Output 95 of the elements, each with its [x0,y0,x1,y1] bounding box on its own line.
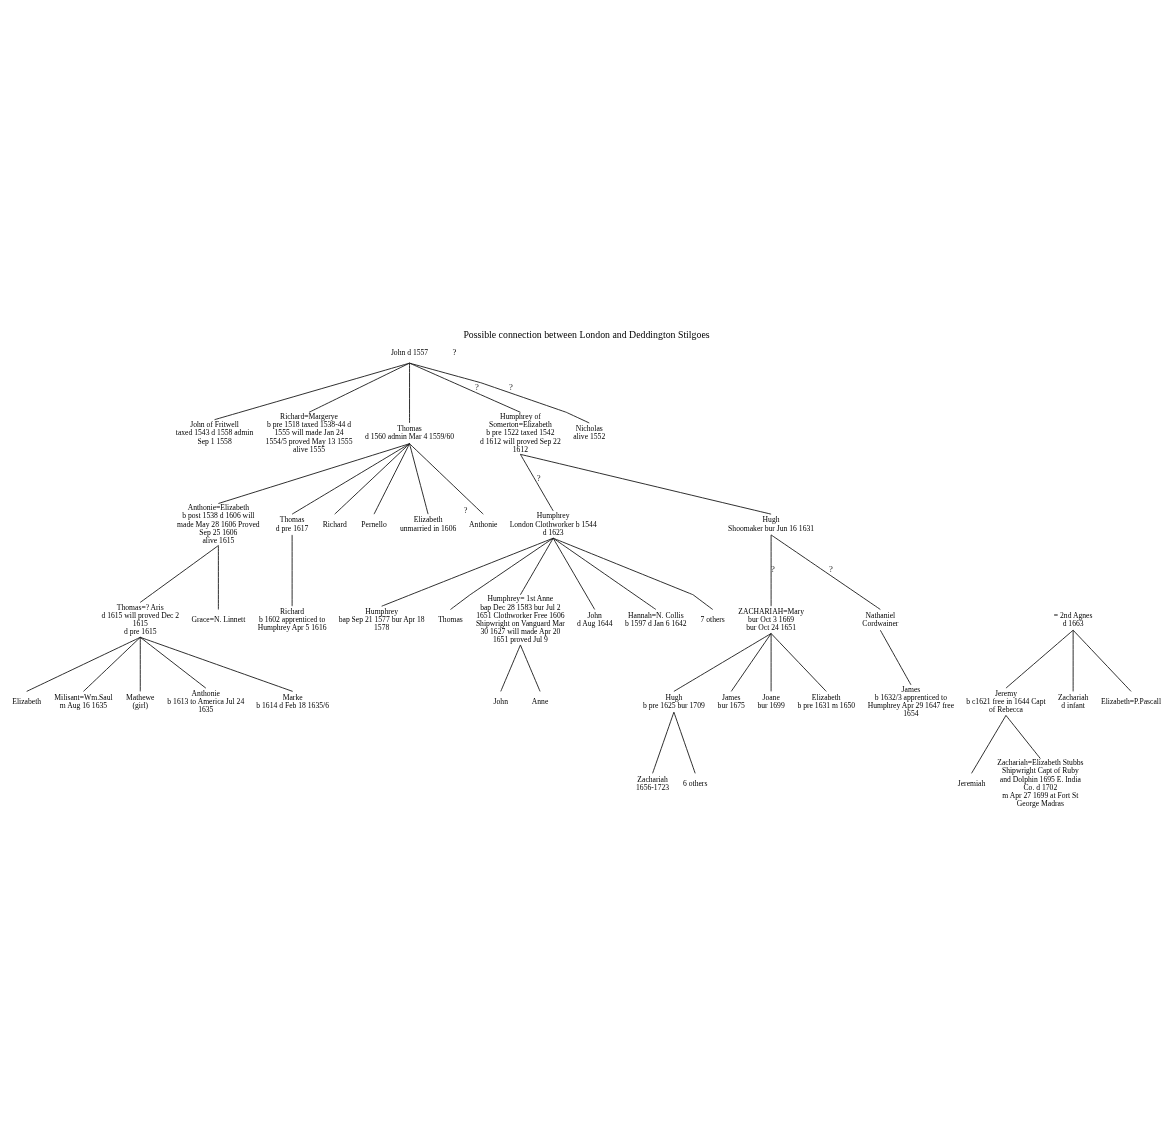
node-text: Mathewe (girl) [126,692,155,710]
connector [673,711,696,774]
node-text: Hugh b pre 1625 bur 1709 [642,692,705,710]
node-text: James b 1632/3 apprenticed to Humphrey Apr 29 1647 free 1654 [867,684,955,718]
node-text: 7 others [700,614,725,624]
connector [1072,629,1074,692]
label: ? [452,346,457,357]
connector [381,537,554,607]
node-text: Hannah=N. Collis b 1597 d Jan 6 1642 [625,610,687,628]
connector [214,362,410,420]
connector [217,442,410,504]
connector [217,544,219,610]
connector [409,442,484,515]
connector [971,714,1007,774]
connector [83,636,141,692]
connector [409,362,410,423]
connector [139,636,294,692]
node-text: Anthonie=Elizabeth b post 1538 d 1606 will made May 28 1606 Proved Sep 25 1606 alive 1615 [177,502,260,545]
connector [409,442,429,515]
edge-label: ? [508,381,513,392]
node-text: James bur 1675 [717,692,745,710]
connector [1072,629,1132,692]
node-text: Jeremiah [957,778,986,788]
node-text: Joane bur 1699 [757,692,785,710]
connector [450,537,554,610]
connector [770,533,772,607]
connector [139,636,141,692]
node-text: Anthonie [469,519,498,529]
node-text: Anne [531,696,549,706]
connector [770,632,772,692]
node-text: Elizabeth [12,696,42,706]
node-text: = 2nd Agnes d 1663 [1053,610,1093,628]
node-text: Zachariah d infant [1057,692,1089,710]
node-text: John d Aug 1644 [576,610,613,628]
connector [409,362,521,413]
edge-label: ? [536,472,541,483]
node-text: Pernello [361,519,387,529]
node-text: Zachariah=Elizabeth Stubbs Shipwright Capt of Ruby and Dolphin 1695 E. India Co. d 1702 m Apr 27 1699 at Fort St George Madras [997,757,1084,808]
connector [1005,629,1074,689]
connector [879,629,912,685]
node-text: Thomas d 1560 admin Mar 4 1559/60 [364,423,455,441]
connector [673,632,772,692]
edge-label: ? [828,563,833,574]
node-text: Elizabeth unmarried in 1606 [399,514,457,533]
node-text: Milisant=Wm.Saul m Aug 16 1635 [54,692,113,710]
node-text: John d 1557 [390,347,429,357]
node-text: Marke b 1614 d Feb 18 1635/6 [256,692,329,710]
node-text: Grace=N. Linnett [191,614,246,624]
connector [552,537,596,610]
connector [334,442,410,515]
connector [291,442,410,515]
connector [139,544,219,603]
connector [519,453,772,515]
node-text: Anthonie b 1613 to America Jul 24 1635 [167,688,245,714]
connector [26,636,141,692]
connector [308,362,410,413]
connector [552,537,657,610]
node-text: Humphrey London Clothworker b 1544 d 1623 [509,510,597,537]
edge-label: ? [475,381,479,392]
node-label: ? [464,505,468,515]
connector [373,442,410,515]
connector [519,644,541,692]
connector [500,644,521,692]
node-text: Richard=Margerye b pre 1518 taxed 1538-44 d 1555 will made Jan 24 1554/5 proved May 13 1555 alive 1555 [265,411,353,454]
node-text: Humphrey= 1st Anne bap Dec 28 1583 bur Jul 2 1651 Clothworker Free 1606 Shipwright on Vanguard Mar 30 1627 will made Apr 20 1651 proved Jul 9 [475,593,565,644]
connector [139,636,207,689]
connector [519,537,554,595]
edge-label: ? [771,563,775,574]
diagram-title: Possible connection between London and Deddington Stilgoes [463,328,710,340]
node-text: Zachariah 1656-1723 [636,774,670,792]
connector [409,362,590,423]
connector [730,632,772,692]
node-text: Nathaniel Cordwainer [862,610,899,628]
node-text: Humphrey of Somerton=Elizabeth b pre 1522 taxed 1542 d 1612 will proved Sep 22 1612 [480,411,561,454]
node-text: Elizabeth b pre 1631 m 1650 [797,692,856,710]
node-text: Humphrey bap Sep 21 1577 bur Apr 18 1578 [338,606,425,632]
node-text: Richard [322,519,347,529]
node-text: John of Fritwell taxed 1543 d 1558 admin Sep 1 1558 [175,419,254,446]
node-text: Elizabeth=P.Pascall [1101,696,1162,706]
node-text: Richard b 1602 apprenticed to Humphrey Apr 5 1616 [257,606,327,632]
node-text: ZACHARIAH=Mary bur Oct 3 1669 bur Oct 24 1651 [738,606,804,632]
node-text: Thomas d pre 1617 [275,514,309,533]
node-text: 6 others [683,778,708,788]
node-text: Nicholas alive 1552 [573,423,606,441]
node-text: Jeremy b c1621 free in 1644 Capt of Rebecca [966,688,1046,714]
connector [519,453,554,511]
connector [1005,714,1041,759]
node-text: John [493,696,508,706]
node-text: Hugh Shoomaker bur Jun 16 1631 [728,514,815,533]
connector [652,711,675,774]
connector [770,533,881,610]
node-text: Thomas [438,614,463,624]
node-text: Thomas=? Aris d 1615 will proved Dec 2 1615 d pre 1615 [101,602,180,636]
connector [770,632,827,692]
connector [552,537,714,610]
